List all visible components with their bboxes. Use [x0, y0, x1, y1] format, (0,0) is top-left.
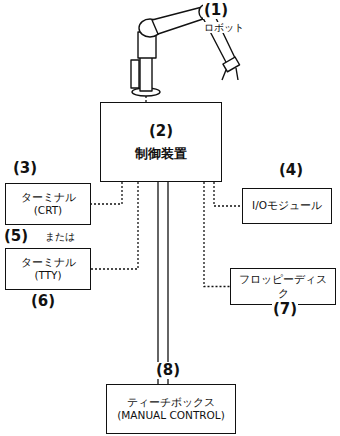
- callout-number: (8): [155, 362, 181, 379]
- callout-number: (1): [203, 2, 229, 19]
- connector-line: [214, 182, 242, 206]
- node-text: ティーチボックス: [127, 396, 215, 409]
- connector-line: [204, 182, 230, 287]
- callout-number: (4): [278, 162, 304, 179]
- node-text: ターミナル (CRT): [11, 191, 85, 217]
- controller-box: (2) 制御装置: [100, 102, 222, 182]
- connector-line: [91, 182, 122, 204]
- node-text: I/Oモジュール: [252, 199, 322, 212]
- terminal-box: ターミナル (TTY): [5, 248, 91, 290]
- node-text: (2): [149, 122, 173, 141]
- connector-line: [158, 182, 168, 384]
- callout-number: (3): [12, 160, 38, 177]
- floppy-disk-box: フロッピーディスク: [230, 268, 336, 305]
- node-text: 制御装置: [135, 146, 187, 162]
- io-module-box: I/Oモジュール: [242, 188, 332, 224]
- callout-number: (7): [272, 301, 298, 318]
- note-text: または: [44, 231, 76, 242]
- teach-box: ティーチボックス(MANUAL CONTROL): [106, 384, 236, 434]
- node-text: フロッピーディスク: [236, 273, 330, 299]
- connector-line: [91, 182, 138, 269]
- node-text: (MANUAL CONTROL): [117, 409, 225, 422]
- callout-number: (5): [3, 228, 29, 245]
- node-text: ターミナル (TTY): [11, 256, 85, 282]
- terminal-box: ターミナル (CRT): [5, 183, 91, 225]
- part-name: ロボット: [203, 22, 245, 33]
- callout-number: (6): [30, 293, 56, 310]
